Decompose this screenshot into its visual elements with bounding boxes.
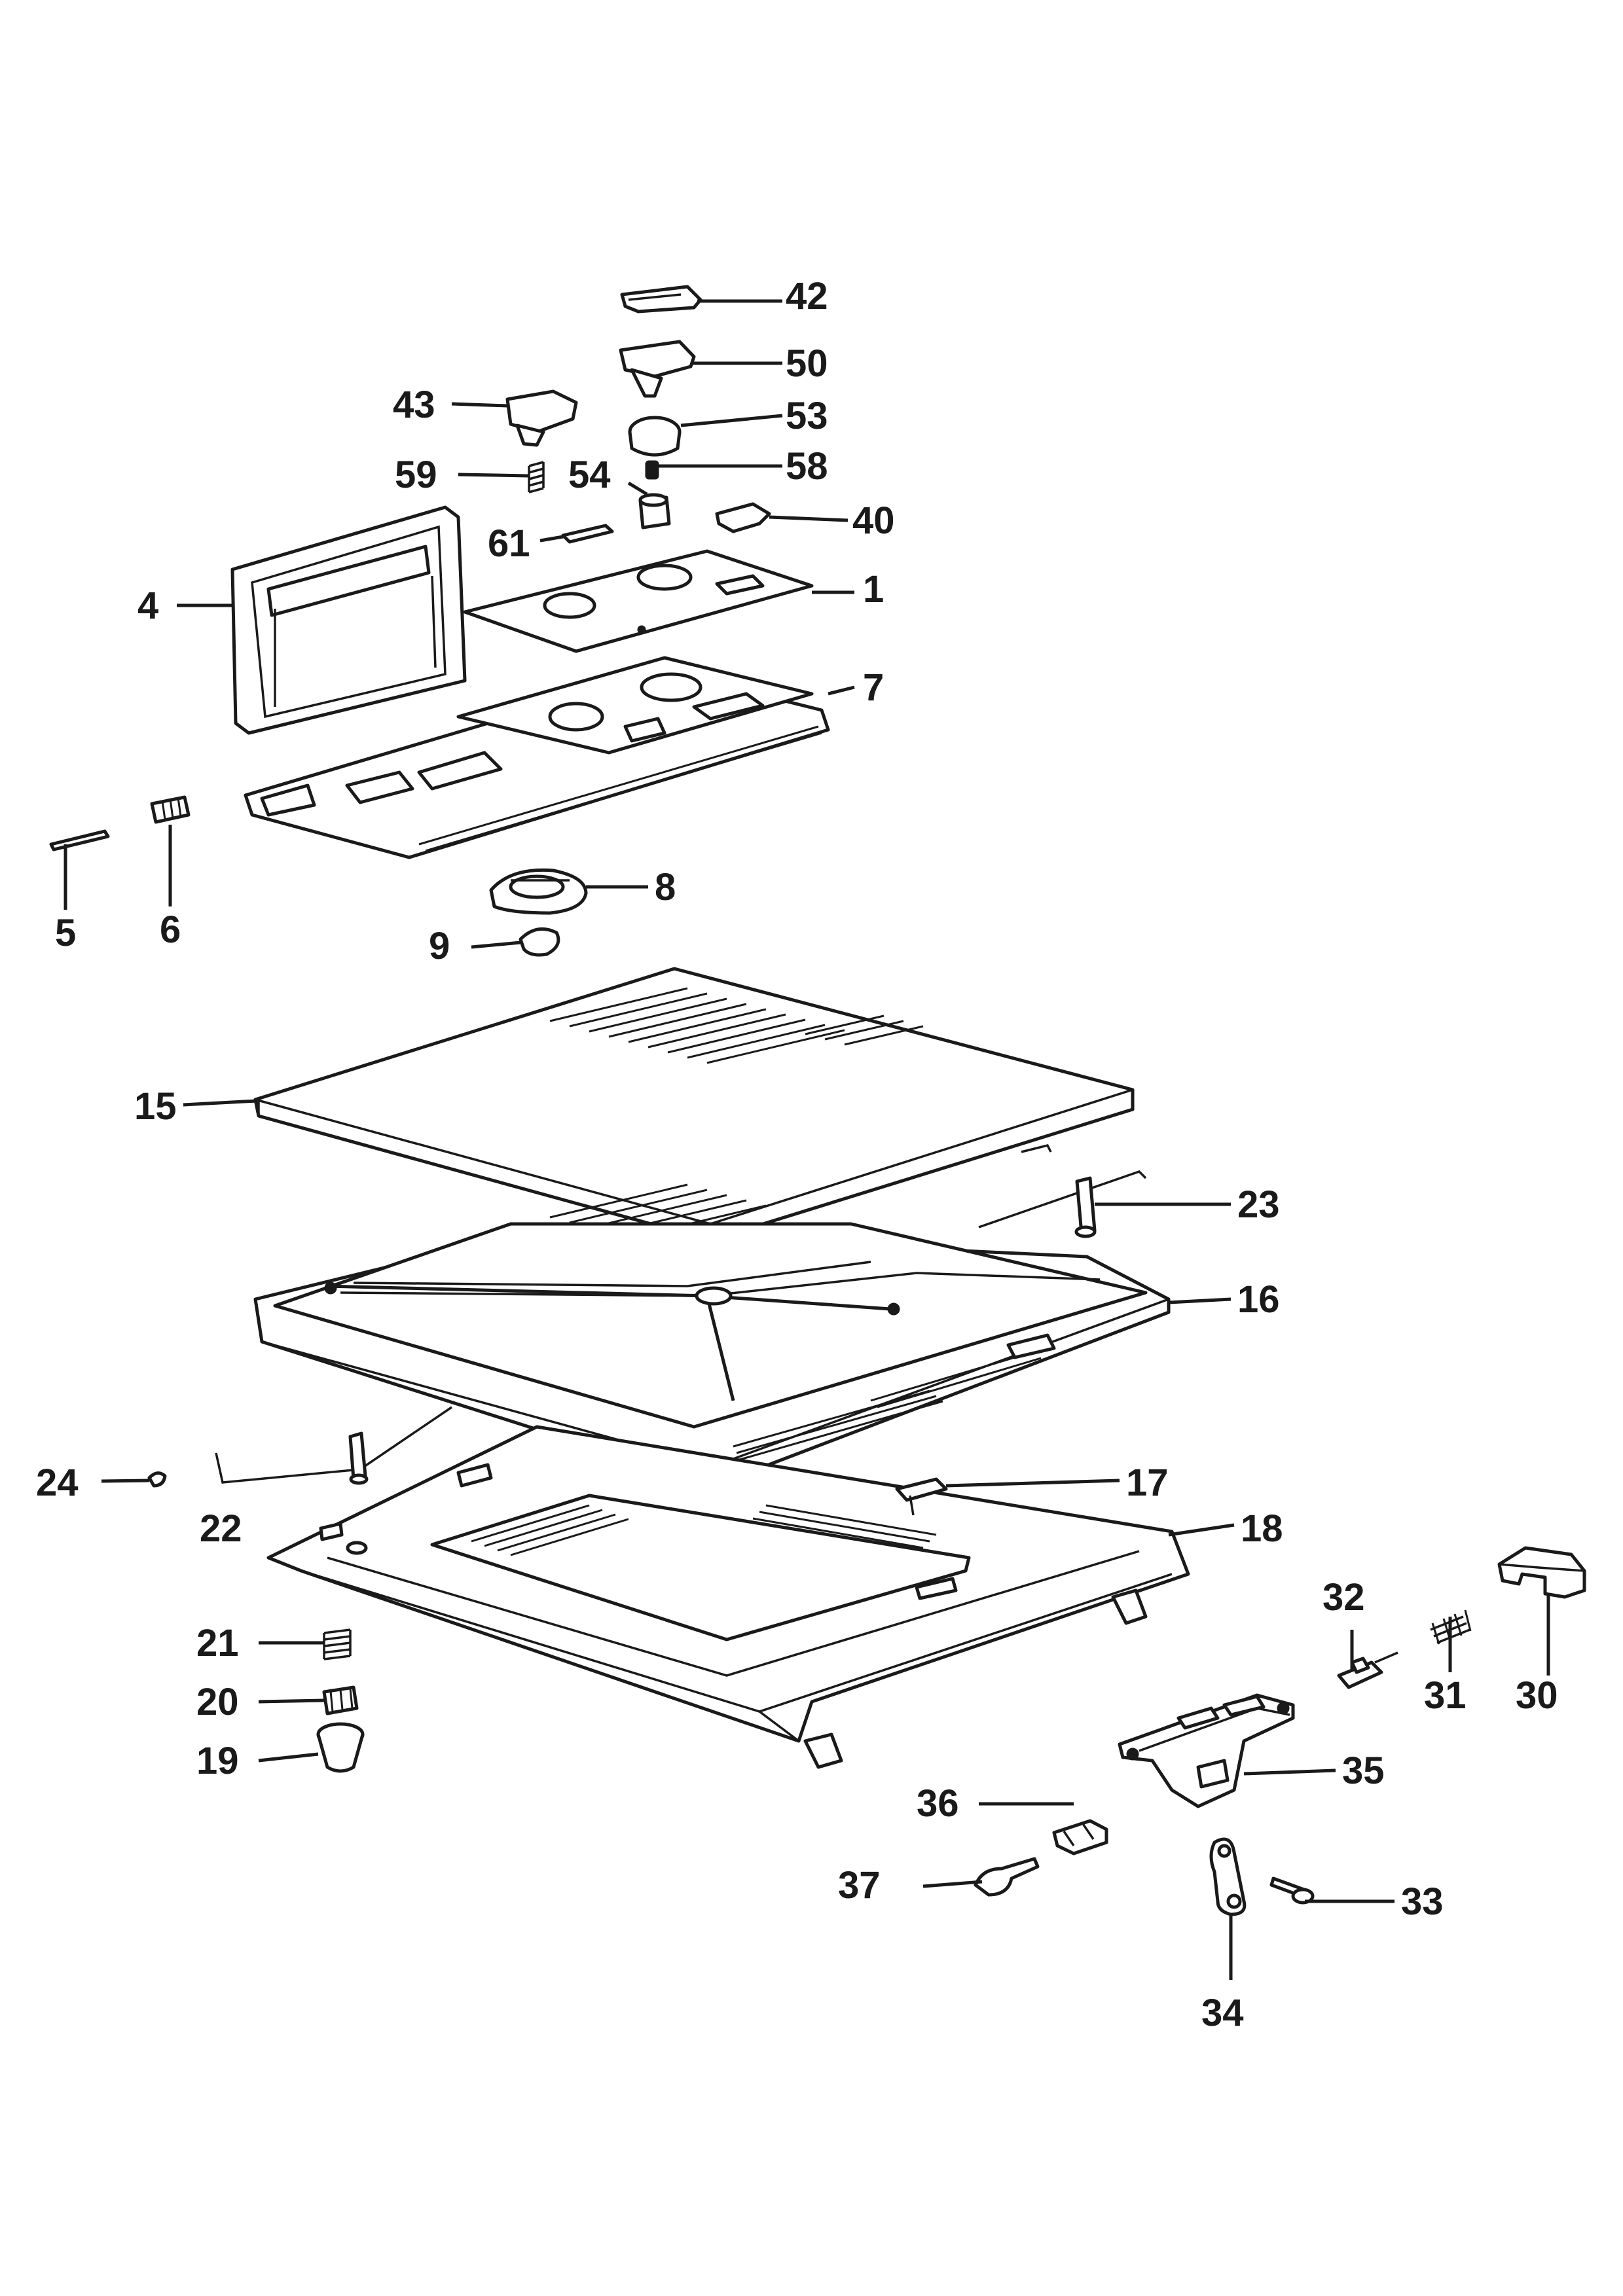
- part-15-top-cover: [253, 967, 1135, 1242]
- part-9-knob-cap: [519, 927, 560, 957]
- part-17-bracket: [895, 1477, 948, 1516]
- label-8: 8: [655, 866, 676, 908]
- part-36-latch-clip: [1052, 1819, 1108, 1856]
- label-4: 4: [137, 584, 158, 627]
- part-32-latch-pin: [1337, 1651, 1398, 1689]
- part-37-lever: [974, 1857, 1040, 1897]
- part-1-control-plate: [463, 549, 814, 653]
- label-19: 19: [196, 1740, 239, 1782]
- part-6-bushing: [150, 795, 191, 824]
- part-22-wire-bracket: [215, 1406, 452, 1485]
- part-8-knob-switch: [489, 868, 588, 915]
- label-5: 5: [55, 912, 76, 954]
- label-18: 18: [1241, 1507, 1283, 1550]
- label-50: 50: [786, 342, 828, 385]
- label-31: 31: [1424, 1674, 1467, 1717]
- part-43-knob-base: [505, 389, 578, 447]
- label-22: 22: [200, 1507, 242, 1550]
- label-42: 42: [786, 275, 828, 317]
- part-19-foot: [316, 1722, 365, 1773]
- label-9: 9: [429, 925, 450, 967]
- label-35: 35: [1342, 1749, 1385, 1792]
- part-40-tab: [715, 502, 771, 533]
- label-53: 53: [786, 395, 828, 437]
- part-53-knob: [628, 416, 682, 457]
- label-17: 17: [1126, 1462, 1169, 1504]
- part-18-base-pan: [266, 1425, 1190, 1769]
- part-7-control-housing: [244, 656, 830, 859]
- part-labels: 42 50 43 53 59 54 58 40 61 1 4 7 5 6 8 9…: [36, 275, 1558, 2034]
- part-61-clip: [561, 524, 614, 544]
- label-58: 58: [786, 445, 828, 488]
- part-30-latch-cover: [1497, 1546, 1586, 1599]
- label-54: 54: [568, 454, 611, 496]
- label-7: 7: [863, 666, 884, 709]
- part-5-pin: [49, 829, 110, 852]
- label-32: 32: [1322, 1576, 1365, 1619]
- part-21-spring: [323, 1628, 352, 1660]
- part-58-spring: [645, 460, 659, 480]
- part-34-link-arm: [1209, 1837, 1247, 1916]
- part-20-bushing: [322, 1685, 359, 1715]
- part-33-screw: [1269, 1876, 1315, 1905]
- label-15: 15: [134, 1085, 177, 1128]
- part-50-knob-housing: [619, 340, 696, 398]
- label-20: 20: [196, 1681, 239, 1723]
- label-37: 37: [838, 1864, 881, 1907]
- part-23-bracket: [978, 1170, 1147, 1238]
- label-61: 61: [488, 522, 530, 565]
- part-59-spring: [528, 461, 545, 493]
- label-23: 23: [1237, 1183, 1280, 1226]
- part-35-latch-assembly: [1118, 1693, 1295, 1808]
- leader-lines: [64, 299, 1550, 1980]
- label-30: 30: [1516, 1674, 1558, 1717]
- part-4-door-frame: [230, 505, 467, 735]
- label-21: 21: [196, 1622, 239, 1664]
- label-1: 1: [863, 568, 884, 611]
- label-34: 34: [1201, 1992, 1244, 2034]
- label-40: 40: [852, 499, 895, 542]
- label-43: 43: [393, 384, 435, 426]
- part-24-screw: [147, 1471, 167, 1488]
- label-16: 16: [1237, 1278, 1280, 1321]
- part-42-cap: [620, 285, 702, 314]
- label-6: 6: [160, 908, 181, 951]
- label-59: 59: [395, 454, 437, 496]
- label-36: 36: [917, 1782, 959, 1825]
- label-33: 33: [1401, 1880, 1444, 1923]
- label-24: 24: [36, 1462, 79, 1504]
- part-54-spindle: [638, 493, 671, 529]
